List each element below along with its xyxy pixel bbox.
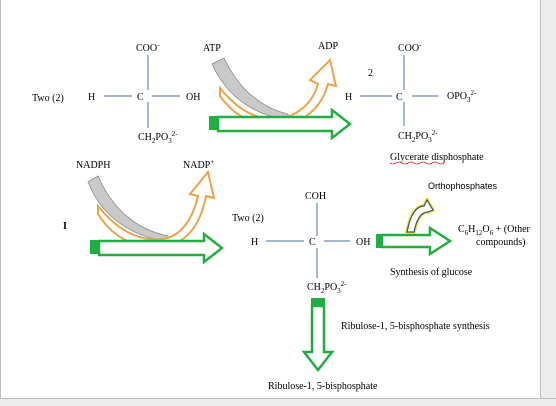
mol2-top-group: COO-: [398, 41, 422, 54]
glucose-formula: C6H12O6 + (Other: [458, 224, 531, 237]
orthophosphate-release-arrow: [406, 198, 434, 233]
adp-label: ADP: [318, 41, 338, 52]
glycerate-disphosphate-label: Glycerate disphosphate: [390, 152, 484, 163]
nadph-label: NADPH: [76, 160, 110, 171]
mol2-center: C: [396, 92, 403, 103]
arrow-top-green: [216, 107, 353, 141]
mol2-bottom: CH2PO32-: [398, 129, 438, 144]
mol1-left: H: [88, 92, 95, 103]
ribulose-product-label: Ribulose-1, 5-bisphosphate: [268, 381, 378, 392]
atp-gray-curve: [211, 57, 289, 121]
nadp-label: NADP+: [183, 158, 214, 171]
spellcheck-underline: [389, 161, 445, 165]
mol1-top-sup: -: [157, 41, 160, 49]
two-label-top: Two (2): [32, 93, 64, 104]
arrow-middle-green: [97, 231, 225, 265]
mol3-center: C: [309, 237, 316, 248]
frame-left-edge: [0, 0, 1, 406]
mol1-top-text: COO: [136, 43, 157, 54]
orthophosphates-label: Orthophosphates: [428, 181, 498, 191]
pathway-diagram: Two (2) COO- H C OH CH2PO32- ATP ADP 2 C…: [32, 41, 531, 392]
frame-bottom-edge: [0, 398, 556, 406]
arrow-middle-tail: [90, 240, 99, 254]
coefficient-2: 2: [368, 68, 373, 79]
ribulose-synthesis-label: Ribulose-1, 5-bisphosphate synthesis: [341, 321, 490, 332]
mol3-right: OH: [356, 237, 370, 248]
mol2-right: OPO32-: [447, 89, 477, 104]
atp-label: ATP: [203, 43, 221, 54]
arrow-glucose-tail: [376, 234, 382, 248]
arrow-down-green: [301, 304, 335, 373]
mol2-left: H: [345, 92, 352, 103]
mol3-left: H: [251, 237, 258, 248]
arrow-down-tail: [311, 298, 325, 306]
mol1-center: C: [137, 92, 144, 103]
arrow-glucose-green: [380, 225, 453, 257]
mol1-top-group: COO-: [136, 41, 160, 54]
text-cursor-mark: I: [63, 221, 67, 232]
two-label-middle: Two (2): [232, 213, 264, 224]
mol1-right: OH: [186, 92, 200, 103]
mol3-bottom: CH2PO32-: [307, 280, 347, 295]
synthesis-of-glucose-label: Synthesis of glucose: [390, 267, 473, 278]
scrollbar-track[interactable]: [540, 0, 556, 406]
arrow-top-tail: [209, 116, 218, 130]
mol3-top: COH: [305, 191, 326, 202]
glucose-formula-line2: compounds): [476, 237, 525, 248]
mol1-bottom: CH2PO32-: [138, 130, 178, 145]
